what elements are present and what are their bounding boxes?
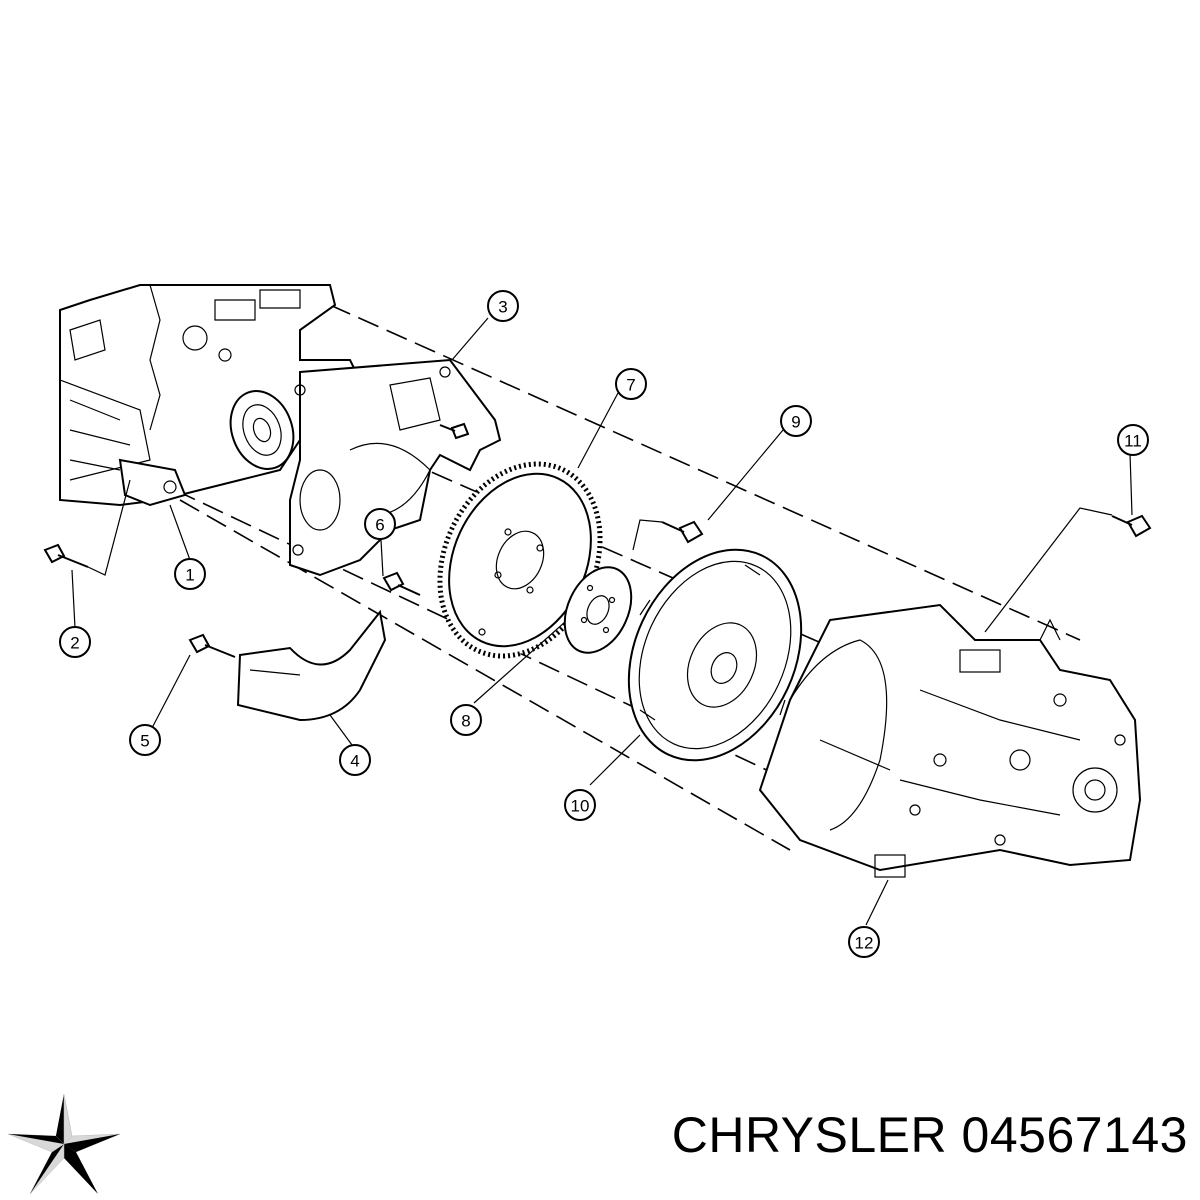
callout-label: 4	[350, 752, 359, 771]
callout-label: 3	[498, 298, 507, 317]
callout-label: 11	[1124, 432, 1142, 451]
footer-caption: CHRYSLER 04567143	[672, 1106, 1188, 1164]
callout-label: 6	[375, 516, 384, 535]
callout-label: 10	[571, 797, 590, 816]
callout-label: 12	[855, 934, 874, 953]
callout-label: 8	[461, 712, 470, 731]
leader-lines	[71, 317, 1133, 926]
callout-6: 6	[364, 508, 396, 540]
callout-label: 5	[140, 732, 149, 751]
callout-7: 7	[615, 368, 647, 400]
transaxle	[758, 603, 1142, 878]
clutch-assembly	[627, 548, 803, 762]
bolt-plate	[439, 422, 470, 440]
callout-8: 8	[450, 704, 482, 736]
callout-label: 7	[626, 376, 635, 395]
callout-10: 10	[564, 789, 596, 821]
callout-label: 9	[791, 413, 800, 432]
adapter-plate	[289, 358, 502, 577]
bolt-part-6	[382, 571, 421, 596]
bolt-part-2	[43, 543, 89, 568]
engine-block	[59, 284, 362, 507]
callout-11: 11	[1117, 424, 1149, 456]
bolt-part-5	[188, 633, 236, 658]
callout-5: 5	[129, 724, 161, 756]
callout-label: 1	[185, 566, 194, 585]
callout-label: 2	[70, 634, 79, 653]
chrysler-pentastar-icon	[7, 1093, 121, 1195]
callout-12: 12	[848, 926, 880, 958]
flywheel	[437, 461, 603, 659]
bolts	[43, 422, 1152, 658]
callout-3: 3	[487, 290, 519, 322]
callout-9: 9	[780, 405, 812, 437]
callout-4: 4	[339, 744, 371, 776]
bolt-part-9	[661, 520, 704, 544]
drive-plate	[563, 566, 633, 654]
callout-1: 1	[174, 558, 206, 590]
bolt-part-11	[1111, 514, 1152, 538]
part-number: 04567143	[961, 1107, 1188, 1163]
callout-2: 2	[59, 626, 91, 658]
brand-name: CHRYSLER	[671, 1107, 948, 1163]
dust-shield	[236, 609, 387, 722]
